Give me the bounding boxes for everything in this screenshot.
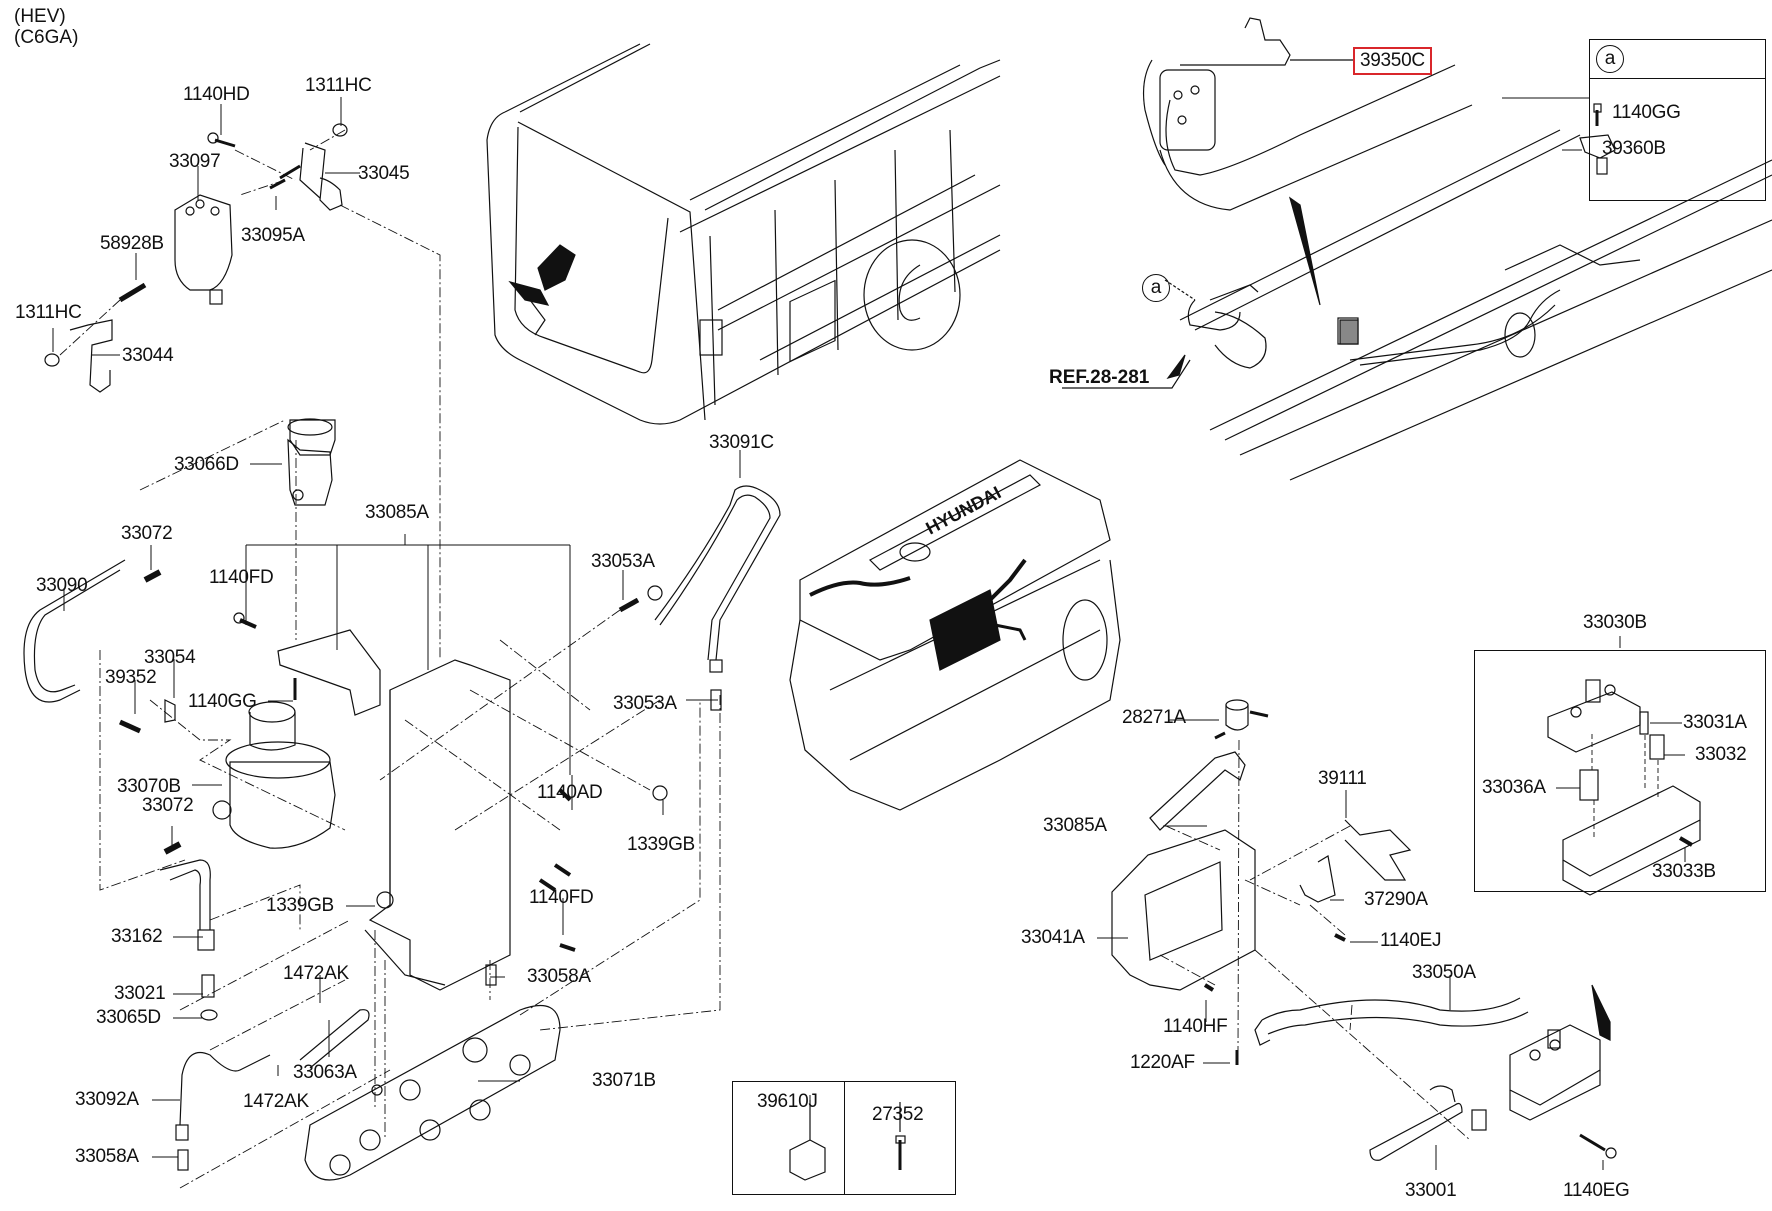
part-label-37290A[interactable]: 37290A (1364, 889, 1428, 910)
right-assembly (1111, 699, 1617, 1161)
part-label-1311HC-bottom[interactable]: 1311HC (15, 302, 82, 323)
part-label-33090[interactable]: 33090 (36, 575, 88, 596)
detail-a-label-39360B[interactable]: 39360B (1602, 138, 1666, 159)
part-label-1220AF[interactable]: 1220AF (1130, 1052, 1195, 1073)
part-label-33044[interactable]: 33044 (122, 345, 174, 366)
part-label-39352[interactable]: 39352 (105, 667, 157, 688)
part-label-1140HD[interactable]: 1140HD (183, 84, 250, 105)
part-label-33053A-bottom[interactable]: 33053A (613, 693, 677, 714)
part-label-33091C[interactable]: 33091C (709, 432, 774, 453)
part-label-1339GB-right[interactable]: 1339GB (627, 834, 695, 855)
part-label-1140FD-bottom[interactable]: 1140FD (529, 887, 594, 908)
part-label-33070B[interactable]: 33070B (117, 776, 181, 797)
part-label-1339GB-left[interactable]: 1339GB (266, 895, 334, 916)
valve-box-label-33036A[interactable]: 33036A (1482, 777, 1546, 798)
part-label-58928B[interactable]: 58928B (100, 233, 164, 254)
part-label-33072-top[interactable]: 33072 (121, 523, 173, 544)
valve-box-label-33033B[interactable]: 33033B (1652, 861, 1716, 882)
part-label-33097[interactable]: 33097 (169, 151, 221, 172)
part-label-33001[interactable]: 33001 (1405, 1180, 1457, 1201)
reference-label[interactable]: REF.28-281 (1049, 367, 1150, 388)
detail-a-drawing (1579, 103, 1616, 175)
part-label-33063A[interactable]: 33063A (293, 1062, 357, 1083)
part-label-33072-bottom[interactable]: 33072 (142, 795, 194, 816)
part-label-33066D[interactable]: 33066D (174, 454, 239, 475)
part-label-33054[interactable]: 33054 (144, 647, 196, 668)
part-label-33045[interactable]: 33045 (358, 163, 410, 184)
detail-box-a (1589, 39, 1766, 201)
model-header: (HEV) (C6GA) (14, 6, 78, 48)
callout-marker-a: a (1142, 274, 1170, 302)
valve-box-label-33032[interactable]: 33032 (1695, 744, 1747, 765)
part-label-1311HC-top[interactable]: 1311HC (305, 75, 372, 96)
part-label-1140AD[interactable]: 1140AD (537, 782, 603, 803)
part-label-1140EG[interactable]: 1140EG (1563, 1180, 1630, 1201)
part-label-1140EJ[interactable]: 1140EJ (1380, 930, 1442, 951)
part-label-33058A-left[interactable]: 33058A (75, 1146, 139, 1167)
part-label-33092A[interactable]: 33092A (75, 1089, 139, 1110)
part-label-1140FD-top[interactable]: 1140FD (209, 567, 274, 588)
part-label-1140GG[interactable]: 1140GG (188, 691, 257, 712)
part-label-33162[interactable]: 33162 (111, 926, 163, 947)
exhaust-frame-illustration (1062, 17, 1772, 481)
relay-box (732, 1081, 956, 1195)
part-label-1140HF[interactable]: 1140HF (1163, 1016, 1228, 1037)
leader-lines (52, 59, 1686, 1170)
valve-box-label-33031A[interactable]: 33031A (1683, 712, 1747, 733)
relay-box-label-27352[interactable]: 27352 (872, 1104, 924, 1125)
part-label-33065D[interactable]: 33065D (96, 1007, 161, 1028)
part-label-33095A[interactable]: 33095A (241, 225, 305, 246)
part-label-28271A[interactable]: 28271A (1122, 707, 1186, 728)
bus-illustration (486, 43, 1001, 425)
part-label-33053A-top[interactable]: 33053A (591, 551, 655, 572)
part-label-39111[interactable]: 39111 (1318, 768, 1367, 789)
relay-box-label-39610J[interactable]: 39610J (757, 1091, 818, 1112)
part-label-33085A-left[interactable]: 33085A (365, 502, 429, 523)
valve-block-box (1474, 650, 1766, 892)
part-label-33050A[interactable]: 33050A (1412, 962, 1476, 983)
part-label-1472AK-bottom[interactable]: 1472AK (243, 1091, 309, 1112)
valve-block-drawing (1547, 679, 1701, 896)
model-line-2: (C6GA) (14, 27, 79, 48)
engine-illustration: HYUNDAI (789, 459, 1121, 811)
part-label-33085A-right[interactable]: 33085A (1043, 815, 1107, 836)
part-label-33041A[interactable]: 33041A (1021, 927, 1085, 948)
part-label-39350C-highlighted[interactable]: 39350C (1353, 47, 1432, 75)
part-label-33071B[interactable]: 33071B (592, 1070, 656, 1091)
left-assembly (23, 123, 781, 1189)
detail-a-label-1140GG[interactable]: 1140GG (1612, 102, 1681, 123)
model-line-1: (HEV) (14, 6, 66, 27)
part-label-33021[interactable]: 33021 (114, 983, 166, 1004)
valve-box-title-33030B[interactable]: 33030B (1583, 612, 1647, 633)
detail-box-a-marker: a (1596, 45, 1624, 73)
part-label-1472AK-top[interactable]: 1472AK (283, 963, 349, 984)
part-label-33058A-mid[interactable]: 33058A (527, 966, 591, 987)
